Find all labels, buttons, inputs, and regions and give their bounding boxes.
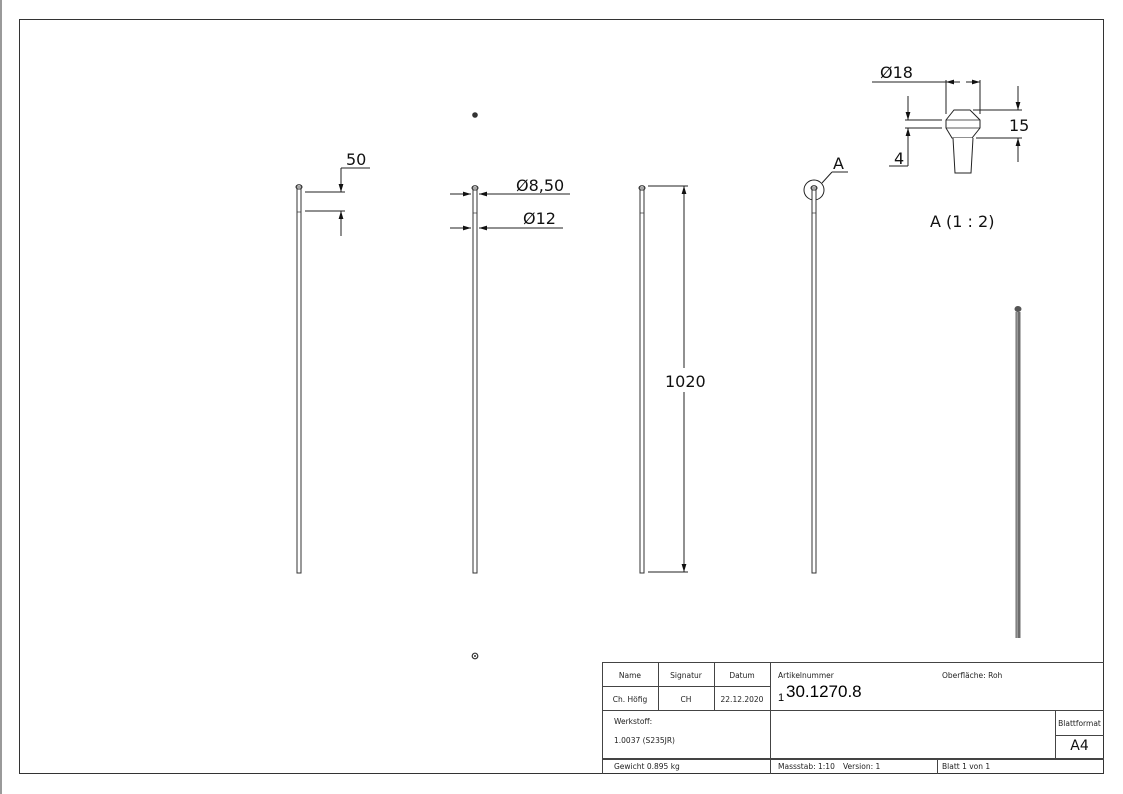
detail-dimension-15: 15 bbox=[1009, 116, 1029, 135]
dimension-diameter-8-50: Ø8,50 bbox=[516, 176, 564, 195]
detail-a-view bbox=[872, 79, 1022, 174]
version: Version: 1 bbox=[843, 762, 881, 771]
material-value: 1.0037 (S235JR) bbox=[614, 736, 675, 745]
view-1-rod bbox=[295, 167, 370, 574]
drawing-frame bbox=[19, 19, 1104, 774]
signature-value: CH bbox=[680, 695, 692, 704]
signature-header: Signatur bbox=[670, 671, 702, 680]
title-block: Name Signatur Datum Ch. Höfig CH 22.12.2… bbox=[602, 662, 1104, 774]
detail-dimension-4: 4 bbox=[894, 149, 904, 168]
isometric-rod-view bbox=[1014, 306, 1022, 638]
sheet-format-value: A4 bbox=[1070, 738, 1089, 754]
dimension-length-1020: 1020 bbox=[665, 372, 706, 391]
article-number: 30.1270.8 bbox=[786, 682, 862, 701]
date-value: 22.12.2020 bbox=[720, 695, 764, 704]
detail-dimension-diameter-18: Ø18 bbox=[880, 63, 913, 82]
name-value: Ch. Höfig bbox=[612, 695, 648, 704]
detail-caption: A (1 : 2) bbox=[930, 212, 994, 231]
scale: Massstab: 1:10 bbox=[778, 762, 835, 771]
weight: Gewicht 0.895 kg bbox=[614, 762, 680, 771]
dimension-diameter-12: Ø12 bbox=[523, 209, 556, 228]
article-number-label: Artikelnummer bbox=[778, 671, 834, 680]
view-4-rod bbox=[803, 171, 848, 574]
view-2-rod bbox=[450, 112, 570, 660]
dimension-50: 50 bbox=[346, 150, 366, 169]
material-label: Werkstoff: bbox=[614, 717, 653, 726]
view-3-rod bbox=[638, 185, 688, 574]
detail-marker-a: A bbox=[833, 154, 844, 173]
name-header: Name bbox=[618, 671, 642, 680]
surface-label: Oberfläche: Roh bbox=[942, 671, 1003, 680]
article-prefix: 1 bbox=[778, 692, 785, 704]
page-edge bbox=[0, 0, 2, 794]
sheet-format-label: Blattformat bbox=[1058, 719, 1101, 728]
sheet-number: Blatt 1 von 1 bbox=[942, 762, 991, 771]
date-header: Datum bbox=[729, 671, 755, 680]
